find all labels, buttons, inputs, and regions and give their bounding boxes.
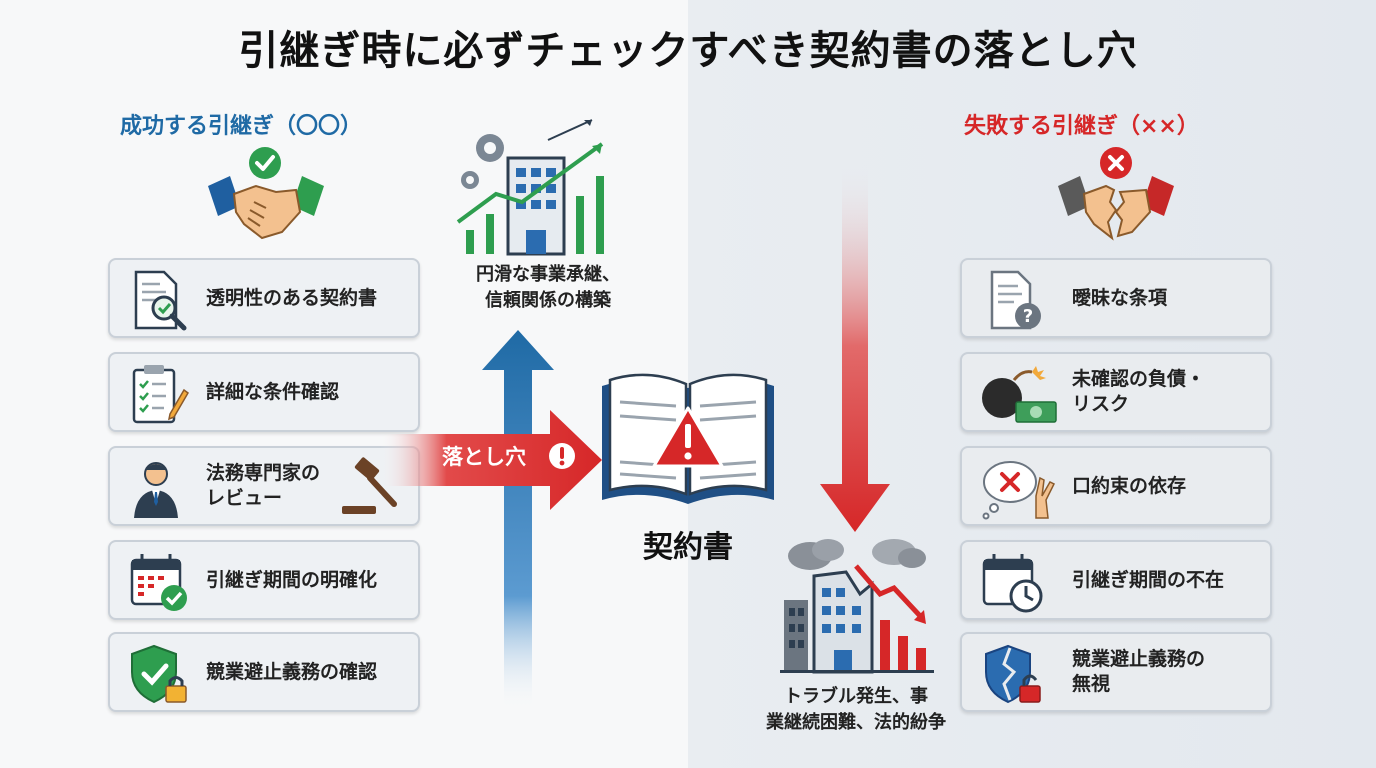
checklist-clipboard-icon xyxy=(132,365,189,424)
pitfall-label-text: 落とし穴 xyxy=(442,445,526,469)
success-outcome-line-1: 円滑な事業承継、 xyxy=(476,264,620,285)
success-heading: 成功する引継ぎ（〇〇） xyxy=(120,114,363,139)
calendar-clock-icon xyxy=(982,554,1043,613)
failure-card-unverified-debt: 未確認の負債・ リスク xyxy=(960,352,1272,432)
success-outcome: 円滑な事業承継、 信頼関係の構築 xyxy=(448,262,648,314)
page-title: 引継ぎ時に必ずチェックすべき契約書の落とし穴 xyxy=(238,28,1138,74)
card-label: 引継ぎ期間の明確化 xyxy=(206,568,378,591)
broken-handshake-icon xyxy=(1058,176,1174,241)
card-label: 競業避止義務の 無視 xyxy=(1072,648,1206,695)
failure-card-vague-clauses: ? 曖昧な条項 xyxy=(960,258,1272,338)
shield-lock-icon xyxy=(131,644,187,704)
svg-text:?: ? xyxy=(1023,306,1033,327)
exclamation-circle-icon xyxy=(549,443,575,469)
pitfall-label: 落とし穴 xyxy=(442,441,526,471)
lawyer-icon xyxy=(134,462,178,518)
card-label: 引継ぎ期間の不在 xyxy=(1072,568,1225,591)
failure-outcome: トラブル発生、事 業継続困難、法的紛争 xyxy=(736,684,976,736)
handshake-icon xyxy=(208,176,324,240)
success-card-legal-review: 法務専門家の レビュー xyxy=(108,446,420,526)
document-magnifier-icon xyxy=(134,270,187,331)
cross-circle-icon xyxy=(1100,147,1132,179)
card-label: 詳細な条件確認 xyxy=(206,380,340,403)
open-book-warning-icon xyxy=(602,373,774,504)
card-label: 口約束の依存 xyxy=(1072,474,1187,497)
success-card-transparent-contract: 透明性のある契約書 xyxy=(108,258,420,338)
check-circle-icon xyxy=(249,147,281,179)
failure-card-verbal-promise: 口約束の依存 xyxy=(960,446,1272,526)
card-label: 透明性のある契約書 xyxy=(206,286,378,309)
red-down-arrow xyxy=(820,160,890,532)
card-label: 曖昧な条項 xyxy=(1072,286,1168,309)
failure-card-ignore-non-compete: 競業避止義務の 無視 xyxy=(960,632,1272,712)
failure-outcome-line-2: 業継続困難、法的紛争 xyxy=(766,712,946,734)
calendar-check-icon xyxy=(130,554,187,611)
success-card-non-compete: 競業避止義務の確認 xyxy=(108,632,420,712)
blue-up-arrow xyxy=(482,330,554,710)
contract-label: 契約書 xyxy=(643,530,733,565)
bomb-money-icon xyxy=(982,366,1057,423)
broken-shield-icon xyxy=(985,644,1041,704)
success-card-handover-period: 引継ぎ期間の明確化 xyxy=(108,540,420,620)
gavel-icon xyxy=(342,457,397,514)
card-label: 未確認の負債・ リスク xyxy=(1072,368,1206,415)
success-outcome-line-2: 信頼関係の構築 xyxy=(485,290,611,312)
growth-building-icon xyxy=(456,119,604,256)
declining-building-icon xyxy=(780,539,934,674)
card-label: 法務専門家の レビュー xyxy=(206,462,321,509)
document-question-icon: ? xyxy=(990,270,1041,330)
success-card-detailed-conditions: 詳細な条件確認 xyxy=(108,352,420,432)
failure-heading: 失敗する引継ぎ（××） xyxy=(964,114,1199,139)
failure-card-no-handover-period: 引継ぎ期間の不在 xyxy=(960,540,1272,620)
thought-cross-fingers-icon xyxy=(982,461,1056,520)
card-label: 競業避止義務の確認 xyxy=(206,660,378,683)
failure-outcome-line-1: トラブル発生、事 xyxy=(784,686,928,707)
pitfall-arrow xyxy=(380,410,602,510)
